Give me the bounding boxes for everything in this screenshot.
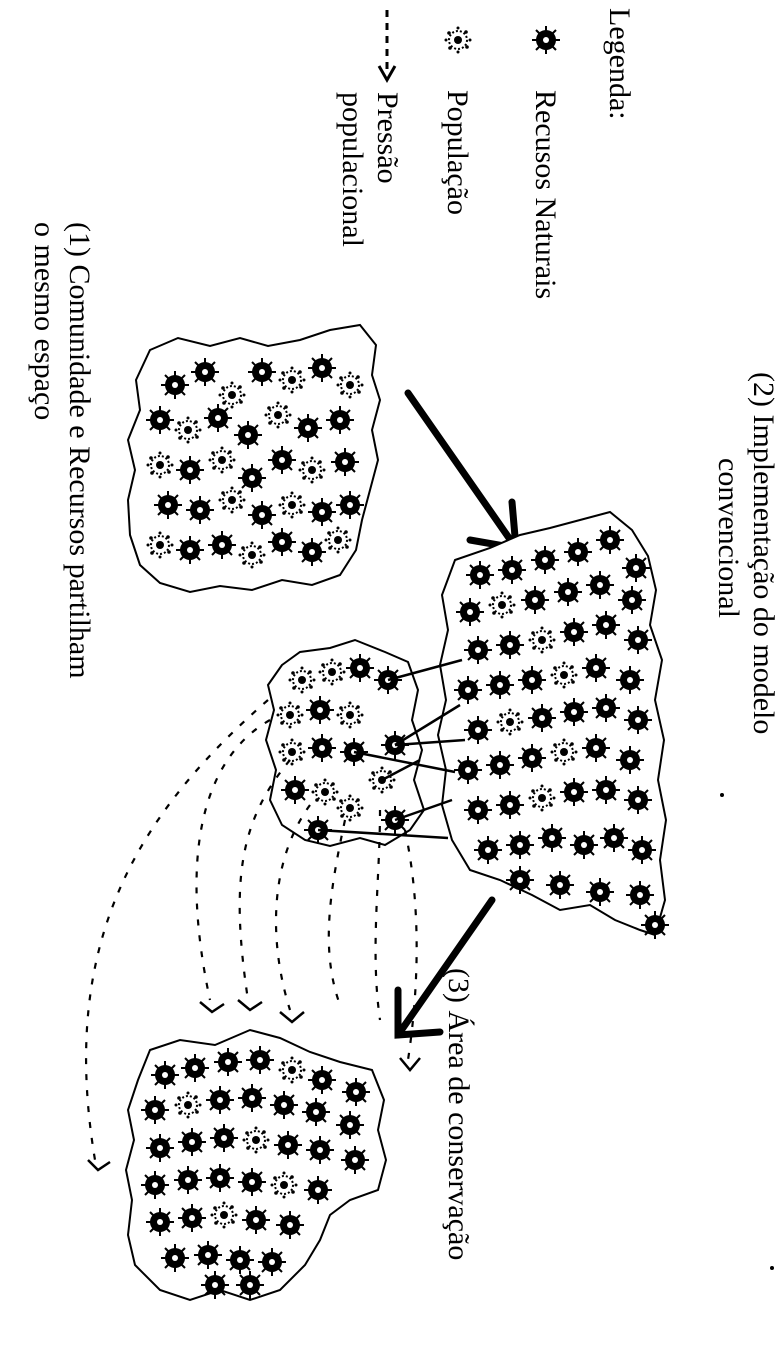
label-stage3-conservation-area: (3) Área de conservação (441, 968, 476, 1260)
arrow-shared-to-conventional (408, 393, 516, 548)
legend-label-population: População (440, 90, 475, 215)
region-conservation-area (126, 1030, 386, 1300)
region-shared-space (128, 325, 380, 592)
dashed-arrow-icon (379, 10, 395, 80)
label-stage1-shared-space: (1) Comunidade e Recursos partilham o me… (27, 222, 96, 679)
population-icon (445, 27, 472, 54)
region-conventional-model (438, 512, 669, 939)
legend-title: Legenda: (602, 8, 637, 120)
legend-label-population-pressure: Pressão populacional (335, 92, 404, 247)
region-displaced-community (266, 640, 465, 846)
natural-resources-icon (532, 26, 560, 54)
legend-label-natural-resources: Recusos Naturais (528, 90, 563, 299)
label-stage2-conventional-model: (2) Implementação do modelo convencional (711, 372, 780, 734)
